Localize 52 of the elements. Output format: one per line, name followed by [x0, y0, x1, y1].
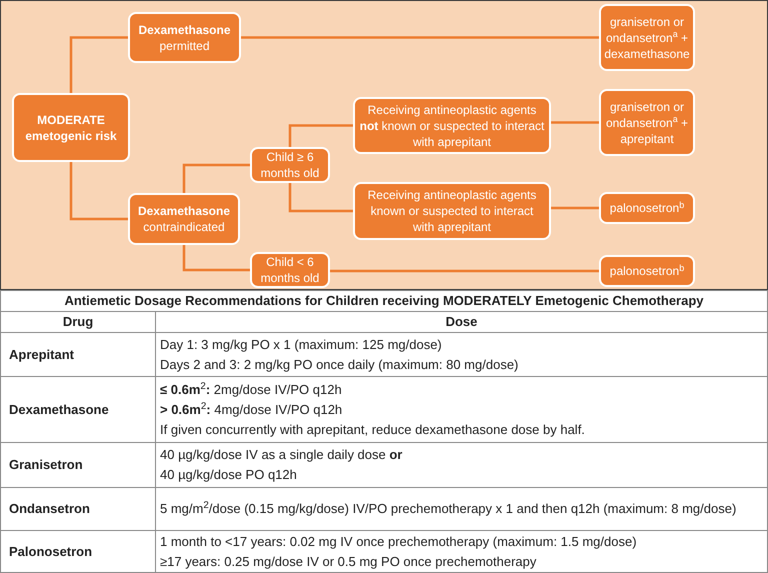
risk-box	[12, 93, 130, 162]
drug-name: Ondansetron	[9, 500, 90, 518]
node-text: palonosetron$^{b}$	[610, 200, 684, 216]
node-text: Dexamethasone	[138, 203, 230, 219]
connector-line	[70, 36, 128, 93]
node-text: contraindicated	[143, 219, 225, 235]
dose-text: 5 mg/m$^{2}$/dose (0.15 mg/kg/dose) IV/PO prechemotherapy x 1 and then q12h (maximum: 8 mg/dose)	[160, 499, 738, 518]
dose-text: 1 month to <17 years: 0.02 mg IV once prechemotherapy (maximum: 1.5 mg/dose)	[160, 532, 638, 551]
connector-line	[288, 124, 353, 147]
connector-line	[551, 121, 599, 124]
dose-text: ≥17 years: 0.25 mg/dose IV or 0.5 mg PO once prechemotherapy	[160, 552, 538, 571]
node-text: Child < 6 months old	[260, 254, 320, 286]
column-header: Dose	[446, 313, 478, 332]
node-text: Receiving antineoplastic agents known or suspected to interact with aprepitant	[366, 187, 538, 235]
condition-box	[353, 97, 551, 154]
connector-line	[288, 183, 353, 212]
dose-text: Days 2 and 3: 2 mg/kg PO once daily (maximum: 80 mg/dose)	[160, 356, 520, 374]
node-text: granisetron or ondansetron$^{a}$ + dexamethasone	[604, 14, 690, 62]
treatment-box	[599, 4, 695, 71]
dose-text: 40 µg/kg/dose IV as a single daily dose or	[160, 446, 404, 464]
drug-name: Palonosetron	[9, 542, 92, 561]
condition-box	[128, 193, 240, 245]
dose-text: If given concurrently with aprepitant, reduce dexamethasone dose by half.	[160, 420, 586, 439]
node-text: MODERATE emetogenic risk	[24, 112, 118, 144]
node-text: permitted	[159, 38, 210, 54]
connector-line	[182, 245, 250, 272]
connector-line	[551, 206, 599, 210]
connector-line	[241, 36, 599, 39]
dose-text: ≤ 0.6m$^{2}$: 2mg/dose IV/PO q12h	[160, 380, 343, 399]
treatment-box	[599, 89, 695, 156]
connector-line	[330, 270, 599, 272]
treatment-box	[599, 192, 695, 224]
dose-text: 40 µg/kg/dose PO q12h	[160, 466, 298, 484]
age-box	[250, 252, 330, 288]
node-text: palonosetron$^{b}$	[610, 263, 684, 279]
column-header: Drug	[62, 313, 94, 332]
dose-text: Day 1: 3 mg/kg PO x 1 (maximum: 125 mg/dose)	[160, 336, 443, 354]
table-title: Antiemetic Dosage Recommendations for Children receiving MODERATELY Emetogenic Chemotherapy	[64, 292, 704, 310]
age-box	[250, 147, 330, 183]
node-text: granisetron or ondansetron$^{a}$ + aprepitant	[605, 98, 689, 146]
drug-name: Dexamethasone	[9, 400, 109, 419]
connector-line	[182, 164, 250, 193]
drug-name: Granisetron	[9, 456, 83, 474]
condition-box	[353, 182, 551, 240]
condition-box	[128, 12, 241, 63]
node-text: Child ≥ 6 months old	[260, 149, 320, 181]
drug-name: Aprepitant	[9, 346, 74, 364]
connector-line	[70, 162, 128, 220]
dose-text: > 0.6m$^{2}$: 4mg/dose IV/PO q12h	[160, 400, 344, 419]
node-text: Receiving antineoplastic agents not known or suspected to interact with aprepitant	[359, 102, 545, 150]
treatment-box	[599, 255, 695, 287]
node-text: Dexamethasone	[138, 22, 231, 38]
